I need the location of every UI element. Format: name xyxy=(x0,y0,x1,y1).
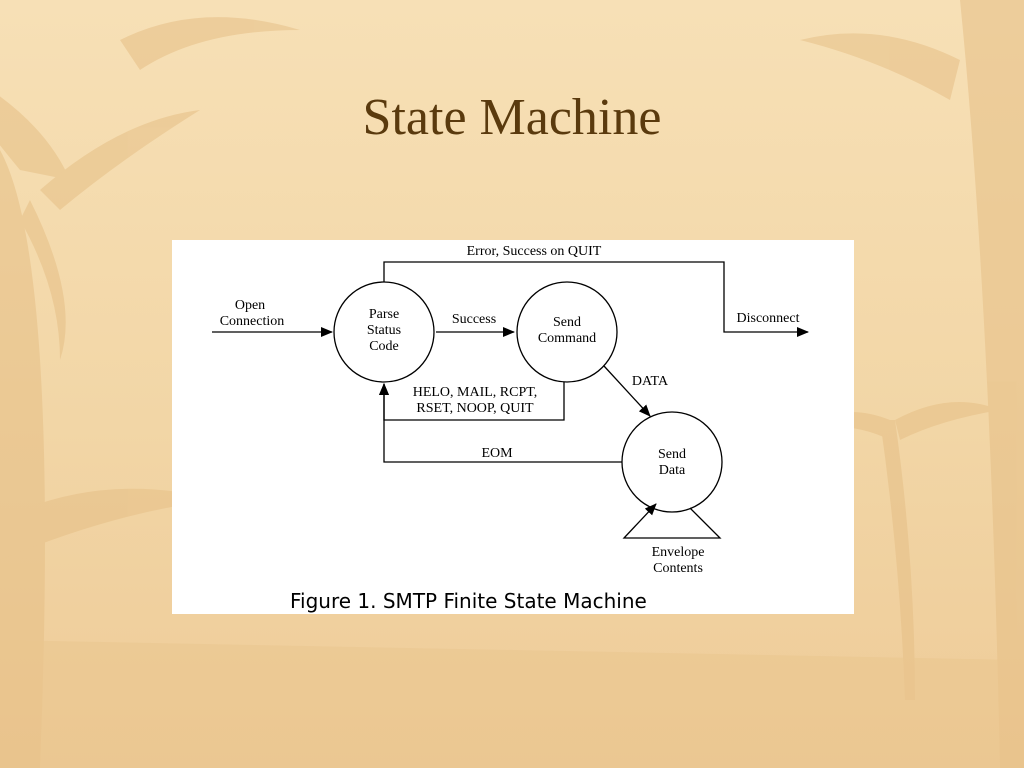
edge-eom xyxy=(379,383,622,463)
envelope-label-1: Envelope xyxy=(652,545,705,560)
eom-label: EOM xyxy=(481,446,513,461)
edge-data xyxy=(603,365,651,417)
state-send-command xyxy=(516,281,618,383)
slide-title: State Machine xyxy=(362,89,662,146)
data-node-label-2: Data xyxy=(659,463,686,478)
helo-label-1: HELO, MAIL, RCPT, xyxy=(413,385,538,400)
smtp-state-diagram: Parse Status Code Send Command Send Data… xyxy=(172,240,854,614)
command-label-1: Send xyxy=(553,315,581,330)
parse-label-2: Status xyxy=(367,323,401,338)
edge-envelope-loop xyxy=(622,503,722,539)
command-label-2: Command xyxy=(538,331,596,346)
parse-label-3: Code xyxy=(369,339,399,354)
data-node-label-1: Send xyxy=(658,447,686,462)
parse-label-1: Parse xyxy=(369,307,399,322)
error-quit-label: Error, Success on QUIT xyxy=(467,244,602,259)
success-label: Success xyxy=(452,312,496,327)
figure-caption: Figure 1. SMTP Finite State Machine xyxy=(290,589,647,613)
open-label-1: Open xyxy=(235,298,265,313)
helo-label-2: RSET, NOOP, QUIT xyxy=(416,401,534,416)
envelope-label-2: Contents xyxy=(653,561,703,576)
state-send-data xyxy=(621,411,723,513)
open-label-2: Connection xyxy=(220,314,285,329)
disconnect-label: Disconnect xyxy=(737,311,800,326)
edge-error-success-quit xyxy=(383,261,809,337)
data-edge-label: DATA xyxy=(632,374,669,389)
